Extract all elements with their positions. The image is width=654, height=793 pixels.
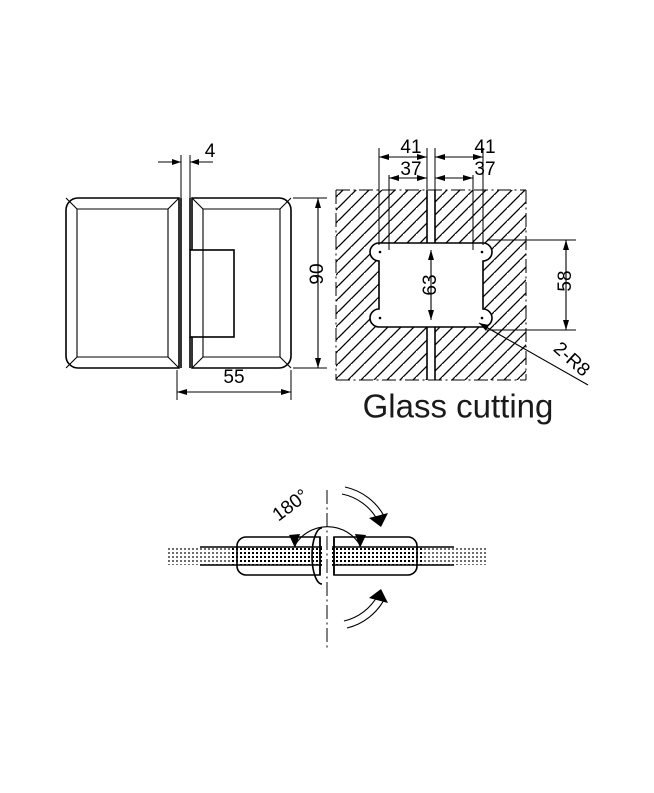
dimension-width-55: 55 [176,367,292,400]
rotation-arrow-upper [341,486,388,527]
hinge-knuckle [189,249,235,338]
hinge-body-right [333,536,418,576]
glass-cutting-caption: Glass cutting [363,388,554,425]
rotation-arrow-lower [343,589,388,629]
dimension-group-top: 41 41 37 37 [378,137,496,250]
angle-label-180: 180° [269,485,313,525]
dimension-label-41-left: 41 [400,137,421,158]
dimension-label-37-left: 37 [400,159,421,180]
dimension-41-left: 41 [379,137,427,160]
front-view: 4 [65,141,328,400]
dimension-label-63: 63 [420,274,441,295]
dimension-label-58: 58 [555,270,576,291]
dimension-label-41-right: 41 [474,137,495,158]
section-view: 180° [168,485,486,650]
dimension-thickness-4: 4 [158,141,216,200]
dimension-height-90: 90 [293,197,328,369]
hinge-left-plate [65,197,180,369]
dimension-label-height: 90 [307,263,328,284]
glass-centre-gap [426,190,436,380]
glass-cutting-view: 41 41 37 37 [335,137,594,425]
dimension-37-left: 37 [388,159,427,250]
hinge-joint-gap [180,198,191,368]
dimension-63: 63 [420,250,441,320]
note-label-corner-radius: 2-R8 [549,338,594,381]
dimension-label-width: 55 [223,367,244,388]
dimension-58: 58 [487,239,576,331]
hinge-body-left [236,536,322,576]
dimension-label-thickness: 4 [205,141,216,162]
hinge-pivot-gap [311,527,335,585]
dimension-label-37-right: 37 [474,159,495,180]
dimension-37-right: 37 [435,159,496,250]
dimension-41-right: 41 [435,137,496,160]
glass-block-boundary [335,189,527,381]
